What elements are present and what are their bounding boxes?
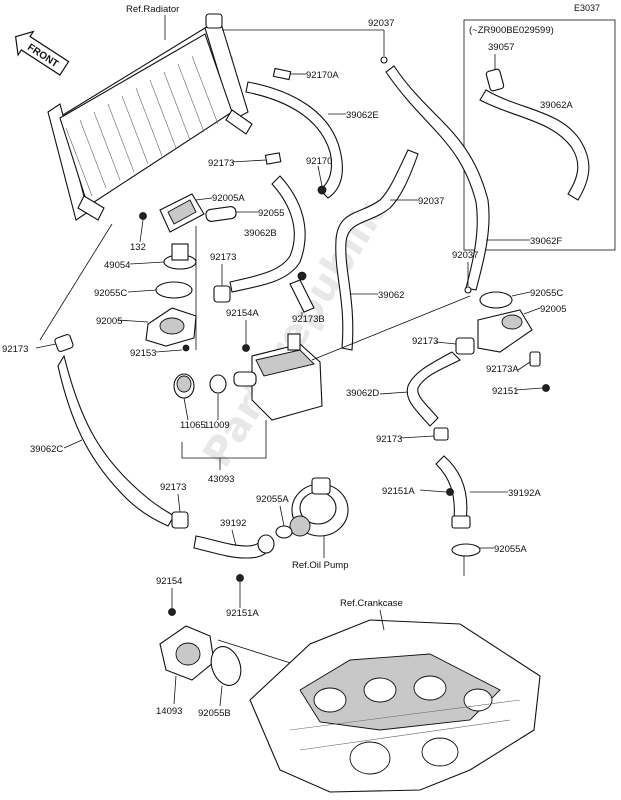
part-92173A: 92173A: [486, 364, 519, 375]
part-92005-right: 92005: [540, 304, 566, 315]
ref-crankcase: Ref.Crankcase: [340, 598, 403, 609]
part-11065: 11065: [180, 420, 206, 431]
thermostat-cover-92005A: [159, 193, 205, 233]
part-92154A: 92154A: [226, 308, 259, 319]
hose-39062B: [229, 175, 306, 293]
thermostat-housing-92005: [145, 307, 197, 347]
part-92173B: 92173B: [292, 314, 325, 325]
front-arrow-icon: FRONT: [14, 30, 70, 76]
part-39062D: 39062D: [346, 388, 379, 399]
oil-cooler-43093: [233, 333, 323, 421]
crankcase: [249, 619, 541, 793]
part-132: 132: [130, 242, 146, 253]
part-39062A: 39062A: [540, 100, 573, 111]
part-39192: 39192: [220, 518, 246, 529]
part-92173-a: 92173: [208, 158, 234, 169]
hose-39062: [335, 149, 419, 351]
part-92170: 92170: [306, 156, 332, 167]
part-39062C: 39062C: [30, 444, 63, 455]
part-92037-mid: 92037: [418, 196, 444, 207]
part-11009: 11009: [204, 420, 230, 431]
part-39192A: 39192A: [508, 488, 541, 499]
part-92173-d: 92173: [376, 434, 402, 445]
part-92055A-top: 92055A: [256, 494, 289, 505]
part-39062B: 39062B: [244, 228, 277, 239]
ref-radiator: Ref.Radiator: [126, 4, 179, 15]
diagram-code: E3037: [574, 3, 600, 13]
hose-39062C: [57, 354, 175, 527]
part-92005-left: 92005: [96, 316, 122, 327]
part-92055A-right: 92055A: [494, 544, 527, 555]
part-92037-top: 92037: [368, 18, 394, 29]
part-92154: 92154: [156, 576, 182, 587]
part-92151A-right: 92151A: [382, 486, 415, 497]
oil-pump: [289, 477, 349, 537]
part-92055: 92055: [258, 208, 284, 219]
radiator: [47, 13, 253, 221]
part-92170A: 92170A: [306, 70, 339, 81]
part-92055C-right: 92055C: [530, 288, 563, 299]
part-92151: 92151: [492, 386, 518, 397]
part-92173-c: 92173: [160, 482, 186, 493]
clip-92037: [380, 56, 388, 64]
cover-14093: [159, 625, 215, 681]
part-92153: 92153: [130, 348, 156, 359]
ref-oil-pump: Ref.Oil Pump: [292, 560, 349, 571]
part-39057: 39057: [488, 42, 514, 53]
model-variant-box: [463, 19, 616, 251]
hose-39062E: [245, 81, 343, 199]
part-92055C-left: 92055C: [94, 288, 127, 299]
part-92151A-bottom: 92151A: [226, 608, 259, 619]
part-39062: 39062: [378, 290, 404, 301]
pipe-39192A: [435, 455, 468, 521]
part-43093: 43093: [208, 474, 234, 485]
part-92037-right: 92037: [452, 250, 478, 261]
part-49054: 49054: [104, 260, 130, 271]
water-outlet-92005: [477, 309, 533, 353]
thermostat-49054: [163, 243, 197, 270]
hose-39062A: [479, 89, 590, 201]
part-92173-b: 92173: [210, 252, 236, 263]
part-39062E: 39062E: [346, 110, 379, 121]
part-92173-right: 92173: [412, 336, 438, 347]
part-92173-left: 92173: [2, 344, 28, 355]
model-note: (~ZR900BE029599): [469, 25, 554, 36]
part-92055B: 92055B: [198, 708, 231, 719]
fitting-39057: [485, 68, 505, 92]
part-14093: 14093: [156, 706, 182, 717]
hose-39062D: [406, 351, 461, 427]
part-92005A: 92005A: [212, 193, 245, 204]
part-39062F: 39062F: [530, 236, 562, 247]
